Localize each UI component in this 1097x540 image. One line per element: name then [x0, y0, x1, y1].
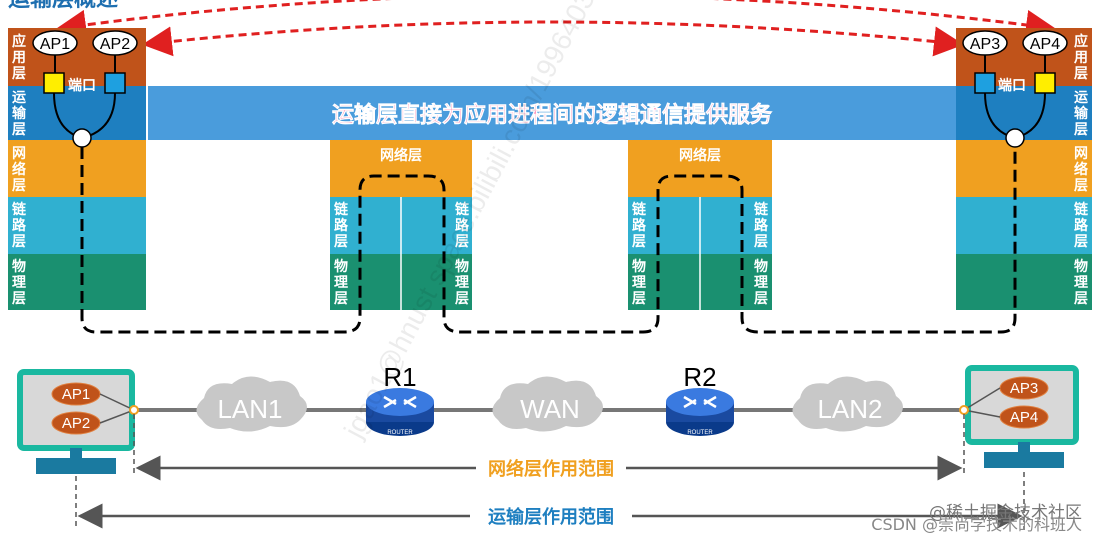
svg-text:AP2: AP2 [62, 415, 90, 432]
left-host: AP1 AP2 [17, 369, 139, 474]
svg-text:ROUTER: ROUTER [387, 430, 413, 436]
router1-stack: 网络层 链路层 物理层 链路层 物理层 [330, 140, 472, 310]
logical-comm-arrow [56, 0, 1056, 40]
right-host: AP3 AP4 [959, 365, 1079, 468]
router1-link-left: 链路层 [334, 201, 349, 250]
left-ap1-label: AP1 [40, 36, 70, 53]
right-host-port [959, 405, 969, 415]
left-host-port [129, 405, 139, 415]
router1-net-label: 网络层 [380, 147, 422, 164]
svg-text:AP4: AP4 [1010, 409, 1038, 426]
svg-text:LAN2: LAN2 [817, 394, 882, 424]
router2-link-left: 链路层 [632, 201, 647, 250]
transport-banner-text: 运输层直接为应用进程间的逻辑通信提供服务 [332, 102, 773, 128]
right-mux-node [1005, 128, 1025, 148]
page-title: 运输层概述 [8, 0, 118, 12]
left-layer-transport: 运输层 [12, 90, 27, 138]
right-port-blue [974, 72, 996, 94]
cloud-wan: WAN [492, 376, 603, 432]
transport-banner-bar [148, 86, 956, 140]
right-ap3-label: AP3 [970, 36, 1000, 53]
svg-text:AP3: AP3 [1010, 380, 1038, 397]
left-layer-physical: 物理层 [12, 258, 26, 307]
left-layer-link: 链路层 [12, 201, 27, 250]
csdn-watermark: CSDN @崇尚学技术的科班人 [871, 515, 1082, 534]
right-layer-transport: 运输层 [1074, 90, 1089, 138]
router2-stack: 网络层 链路层 物理层 链路层 物理层 [628, 140, 772, 310]
left-layer-network: 网络层 [12, 146, 26, 194]
cloud-lan1: LAN1 [196, 376, 307, 432]
router1-icon: R1 ROUTER [366, 362, 434, 436]
router2-icon: R2 ROUTER [666, 362, 734, 436]
left-port-yellow [43, 72, 65, 94]
svg-text:AP1: AP1 [62, 386, 90, 403]
left-mux-node [72, 128, 92, 148]
router2-net-label: 网络层 [679, 147, 721, 164]
right-protocol-stack: 应用层 运输层 网络层 链路层 物理层 AP3 AP4 端口 [956, 28, 1092, 310]
left-port-label: 端口 [68, 77, 96, 94]
right-layer-link: 链路层 [1074, 201, 1089, 250]
right-layer-app: 应用层 [1074, 33, 1088, 82]
svg-text:LAN1: LAN1 [217, 394, 282, 424]
svg-text:R1: R1 [383, 362, 416, 392]
network-scope-label: 网络层作用范围 [488, 458, 614, 480]
right-layer-network: 网络层 [1074, 146, 1088, 194]
juejin-watermark: @稀土掘金技术社区 [929, 503, 1082, 523]
router1-phys-left: 物理层 [334, 258, 348, 307]
right-port-yellow [1034, 72, 1056, 94]
right-layer-physical: 物理层 [1074, 258, 1088, 307]
left-ap2-label: AP2 [100, 36, 130, 53]
left-layer-app: 应用层 [12, 33, 26, 82]
left-protocol-stack: 应用层 运输层 网络层 链路层 物理层 AP1 AP2 端口 [8, 28, 146, 310]
router2-phys-right: 物理层 [754, 258, 768, 307]
svg-text:ROUTER: ROUTER [687, 430, 713, 436]
svg-text:WAN: WAN [520, 394, 580, 424]
router2-link-right: 链路层 [754, 201, 769, 250]
router1-phys-right: 物理层 [455, 258, 469, 307]
svg-text:R2: R2 [683, 362, 716, 392]
transport-scope-label: 运输层作用范围 [488, 506, 614, 528]
right-port-label: 端口 [998, 77, 1026, 94]
data-flow-path [80, 147, 1017, 334]
left-port-blue [104, 72, 126, 94]
router2-phys-left: 物理层 [632, 258, 646, 307]
logical-comm-arrow-inner [142, 20, 964, 57]
router1-link-right: 链路层 [455, 201, 470, 250]
right-ap4-label: AP4 [1030, 36, 1060, 53]
cloud-lan2: LAN2 [792, 376, 903, 432]
